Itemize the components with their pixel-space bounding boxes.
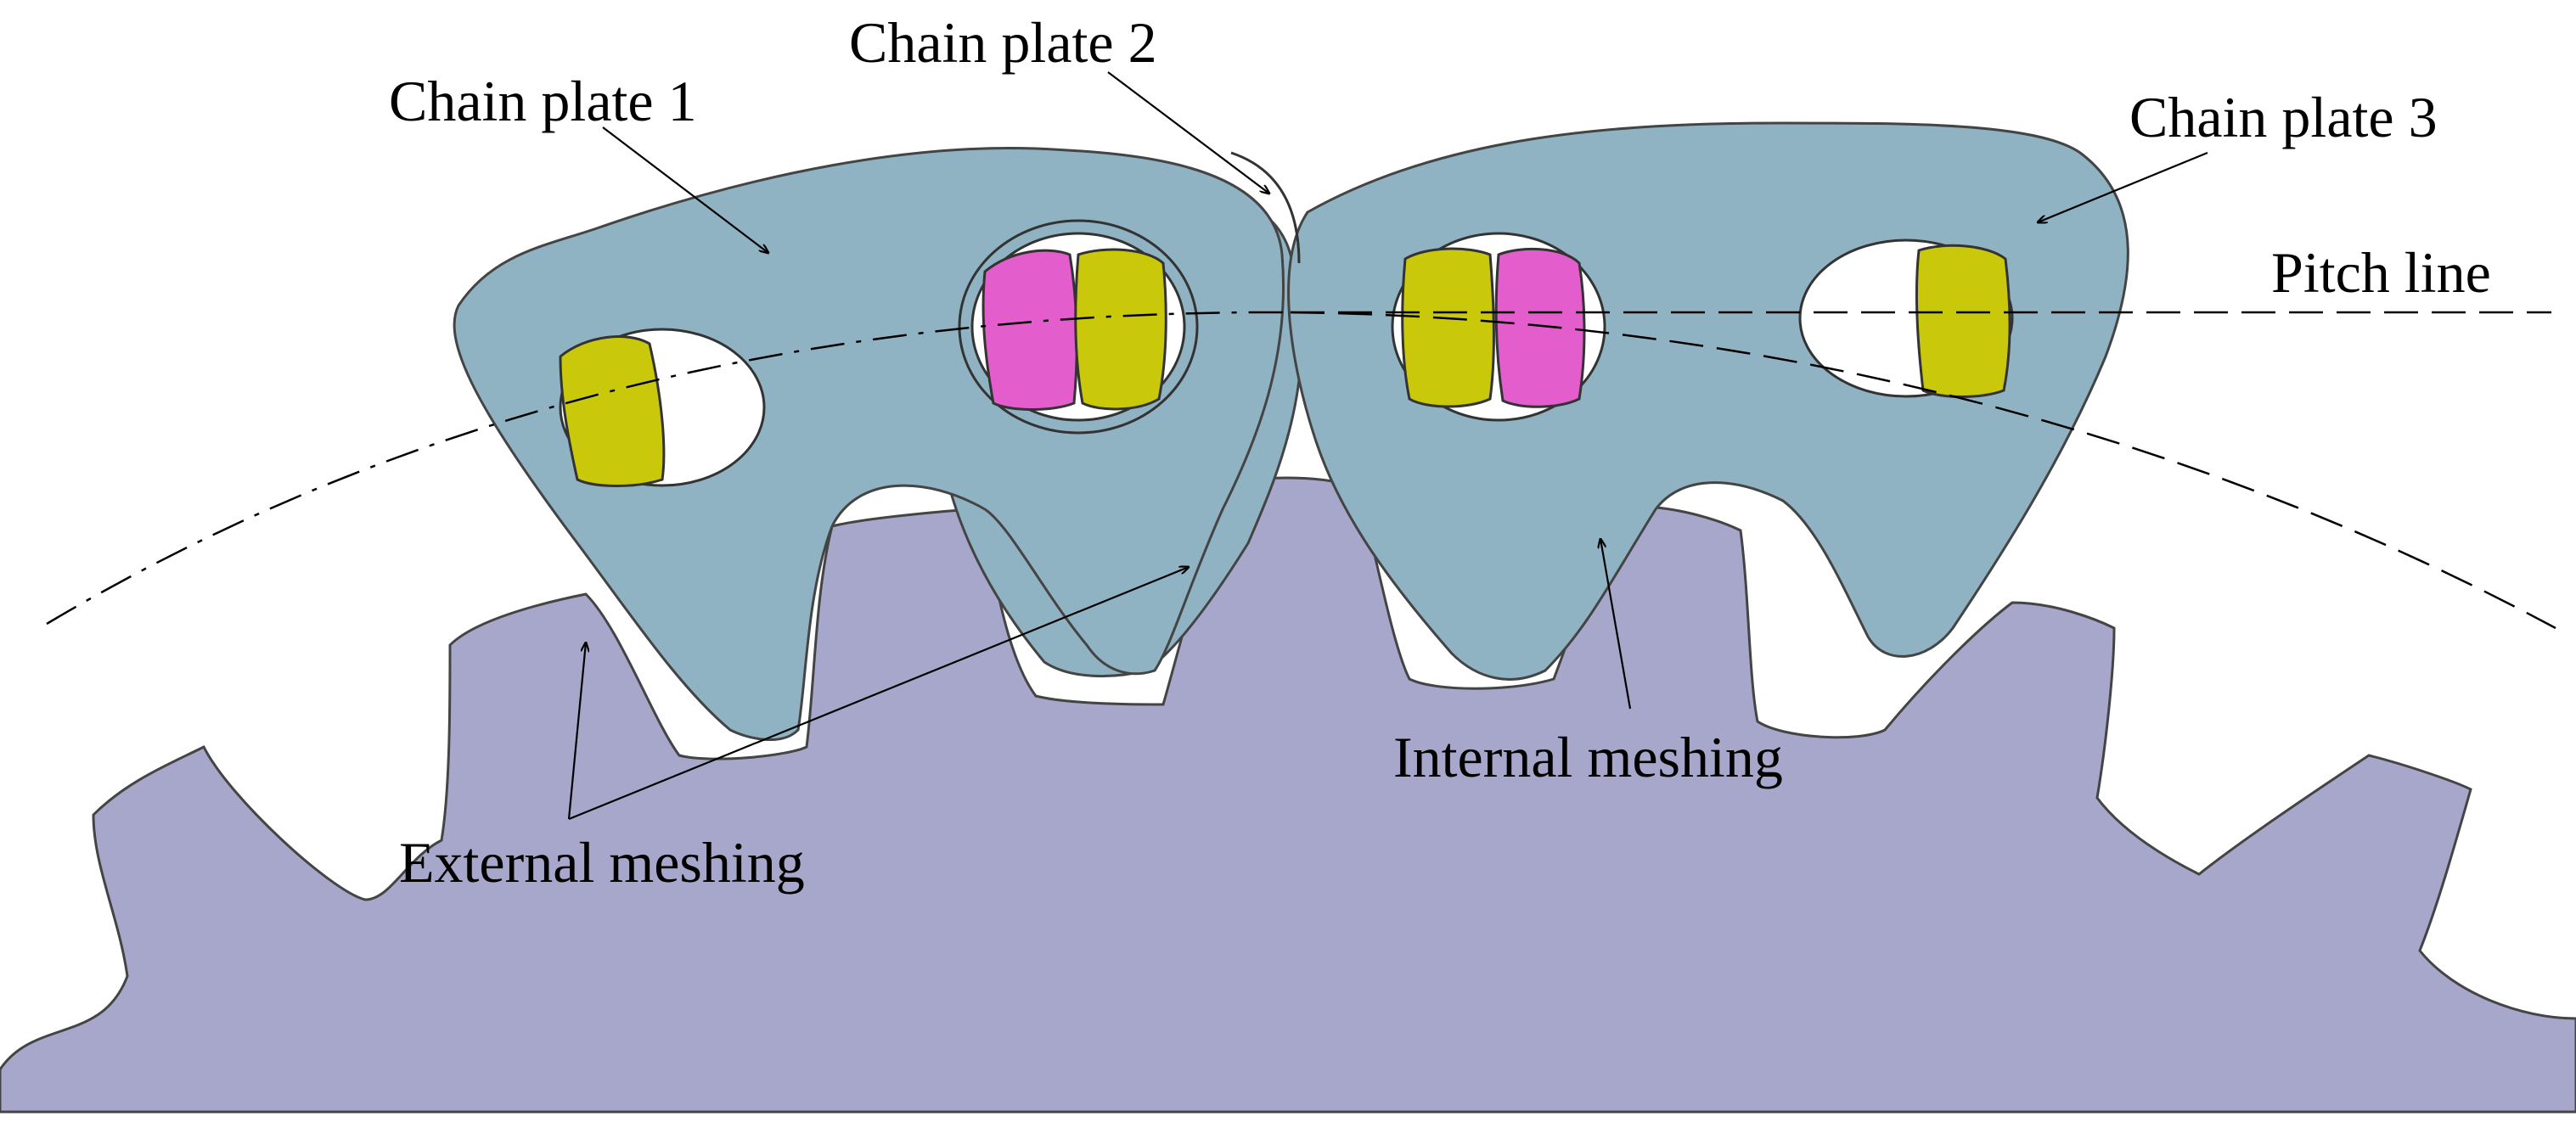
arrow-external-meshing-left: [567, 643, 586, 820]
pitch-circle-right: [1290, 311, 2556, 630]
arrow-chain-plate-1: [602, 126, 768, 253]
label-chain-plate-3: Chain plate 3: [2129, 85, 2438, 149]
hole-plate-2-ring: [958, 219, 1199, 435]
arrow-external-meshing-right: [568, 567, 1189, 821]
label-internal-meshing: Internal meshing: [1393, 725, 1783, 789]
pin-plate-3-left-yellow: [1401, 247, 1496, 408]
arrow-chain-plate-3: [2038, 151, 2208, 222]
pitch-circle: [46, 311, 1291, 626]
pin-plate-1-right: [1074, 248, 1167, 411]
label-external-meshing: External meshing: [399, 830, 805, 895]
label-chain-plate-2: Chain plate 2: [849, 10, 1157, 75]
pin-plate-1-left: [559, 335, 666, 487]
sprocket: [0, 476, 2576, 1114]
arrow-internal-meshing: [1600, 539, 1632, 710]
pin-plate-3-right: [1915, 244, 2011, 398]
arrow-chain-plate-2: [1107, 71, 1269, 194]
plate-overlap-outline: [1230, 151, 1301, 264]
pin-plate-3-left-magenta: [1494, 248, 1586, 408]
label-chain-plate-1: Chain plate 1: [389, 69, 697, 133]
label-pitch-line: Pitch line: [2271, 240, 2491, 305]
pin-plate-2-magenta: [981, 249, 1078, 411]
